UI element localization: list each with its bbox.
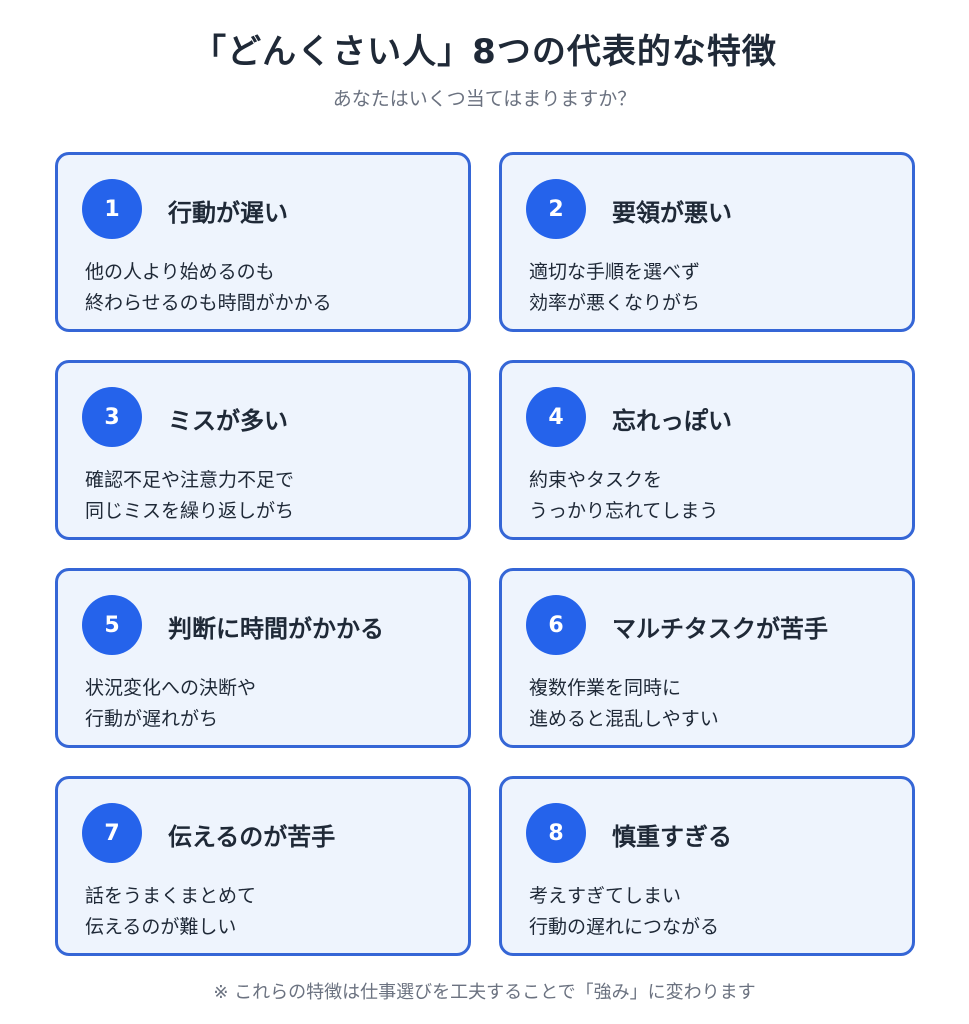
trait-description: 他の人より始めるのも 終わらせるのも時間がかかる (85, 257, 332, 319)
trait-card-2: 2 要領が悪い 適切な手順を選べず 効率が悪くなりがち (499, 152, 915, 332)
trait-title: マルチタスクが苦手 (612, 615, 828, 643)
number-badge: 1 (82, 179, 142, 239)
number-badge: 2 (526, 179, 586, 239)
number-badge: 3 (82, 387, 142, 447)
trait-title: 伝えるのが苦手 (168, 823, 336, 851)
trait-card-6: 6 マルチタスクが苦手 複数作業を同時に 進めると混乱しやすい (499, 568, 915, 748)
trait-description-line: 伝えるのが難しい (85, 916, 237, 938)
trait-description-line: 行動の遅れにつながる (529, 916, 720, 938)
number-badge: 6 (526, 595, 586, 655)
trait-card-grid: 1 行動が遅い 他の人より始めるのも 終わらせるのも時間がかかる 2 要領が悪い… (55, 152, 915, 956)
trait-card-4: 4 忘れっぽい 約束やタスクを うっかり忘れてしまう (499, 360, 915, 540)
trait-description: 確認不足や注意力不足で 同じミスを繰り返しがち (85, 465, 294, 527)
trait-description-line: 状況変化への決断や (85, 677, 257, 699)
trait-card-1: 1 行動が遅い 他の人より始めるのも 終わらせるのも時間がかかる (55, 152, 471, 332)
footnote: ※ これらの特徴は仕事選びを工夫することで「強み」に変わります (213, 982, 756, 1003)
trait-description: 話をうまくまとめて 伝えるのが難しい (85, 881, 256, 943)
trait-description-line: 終わらせるのも時間がかかる (85, 292, 332, 314)
trait-description-line: 約束やタスクを (529, 469, 663, 491)
trait-title: 慎重すぎる (612, 823, 732, 851)
trait-description-line: 考えすぎてしまい (529, 885, 682, 907)
trait-description-line: うっかり忘れてしまう (529, 500, 719, 522)
trait-description-line: 複数作業を同時に (529, 677, 682, 699)
trait-description-line: 話をうまくまとめて (85, 885, 257, 907)
trait-title: 行動が遅い (168, 199, 288, 227)
page-subtitle: あなたはいくつ当てはまりますか？ (332, 88, 637, 110)
trait-description-line: 確認不足や注意力不足で (85, 469, 295, 491)
trait-description: 複数作業を同時に 進めると混乱しやすい (529, 673, 719, 735)
trait-card-5: 5 判断に時間がかかる 状況変化への決断や 行動が遅れがち (55, 568, 471, 748)
number-badge: 7 (82, 803, 142, 863)
trait-description: 状況変化への決断や 行動が遅れがち (85, 673, 256, 735)
trait-title: 判断に時間がかかる (168, 615, 384, 643)
trait-description-line: 適切な手順を選べず (529, 261, 701, 283)
trait-title: ミスが多い (168, 407, 288, 435)
trait-card-8: 8 慎重すぎる 考えすぎてしまい 行動の遅れにつながる (499, 776, 915, 956)
number-badge: 4 (526, 387, 586, 447)
trait-description: 考えすぎてしまい 行動の遅れにつながる (529, 881, 719, 943)
number-badge: 8 (526, 803, 586, 863)
trait-description: 適切な手順を選べず 効率が悪くなりがち (529, 257, 700, 319)
trait-title: 要領が悪い (612, 199, 732, 227)
trait-card-7: 7 伝えるのが苦手 話をうまくまとめて 伝えるのが難しい (55, 776, 471, 956)
number-badge: 5 (82, 595, 142, 655)
trait-description: 約束やタスクを うっかり忘れてしまう (529, 465, 718, 527)
trait-description-line: 同じミスを繰り返しがち (85, 500, 295, 522)
trait-description-line: 行動が遅れがち (85, 708, 219, 730)
trait-card-3: 3 ミスが多い 確認不足や注意力不足で 同じミスを繰り返しがち (55, 360, 471, 540)
page-title: 「どんくさい人」8つの代表的な特徴 (192, 32, 777, 72)
trait-description-line: 効率が悪くなりがち (529, 292, 701, 314)
trait-description-line: 他の人より始めるのも (85, 261, 275, 283)
trait-description-line: 進めると混乱しやすい (529, 708, 719, 730)
trait-title: 忘れっぽい (612, 407, 732, 435)
